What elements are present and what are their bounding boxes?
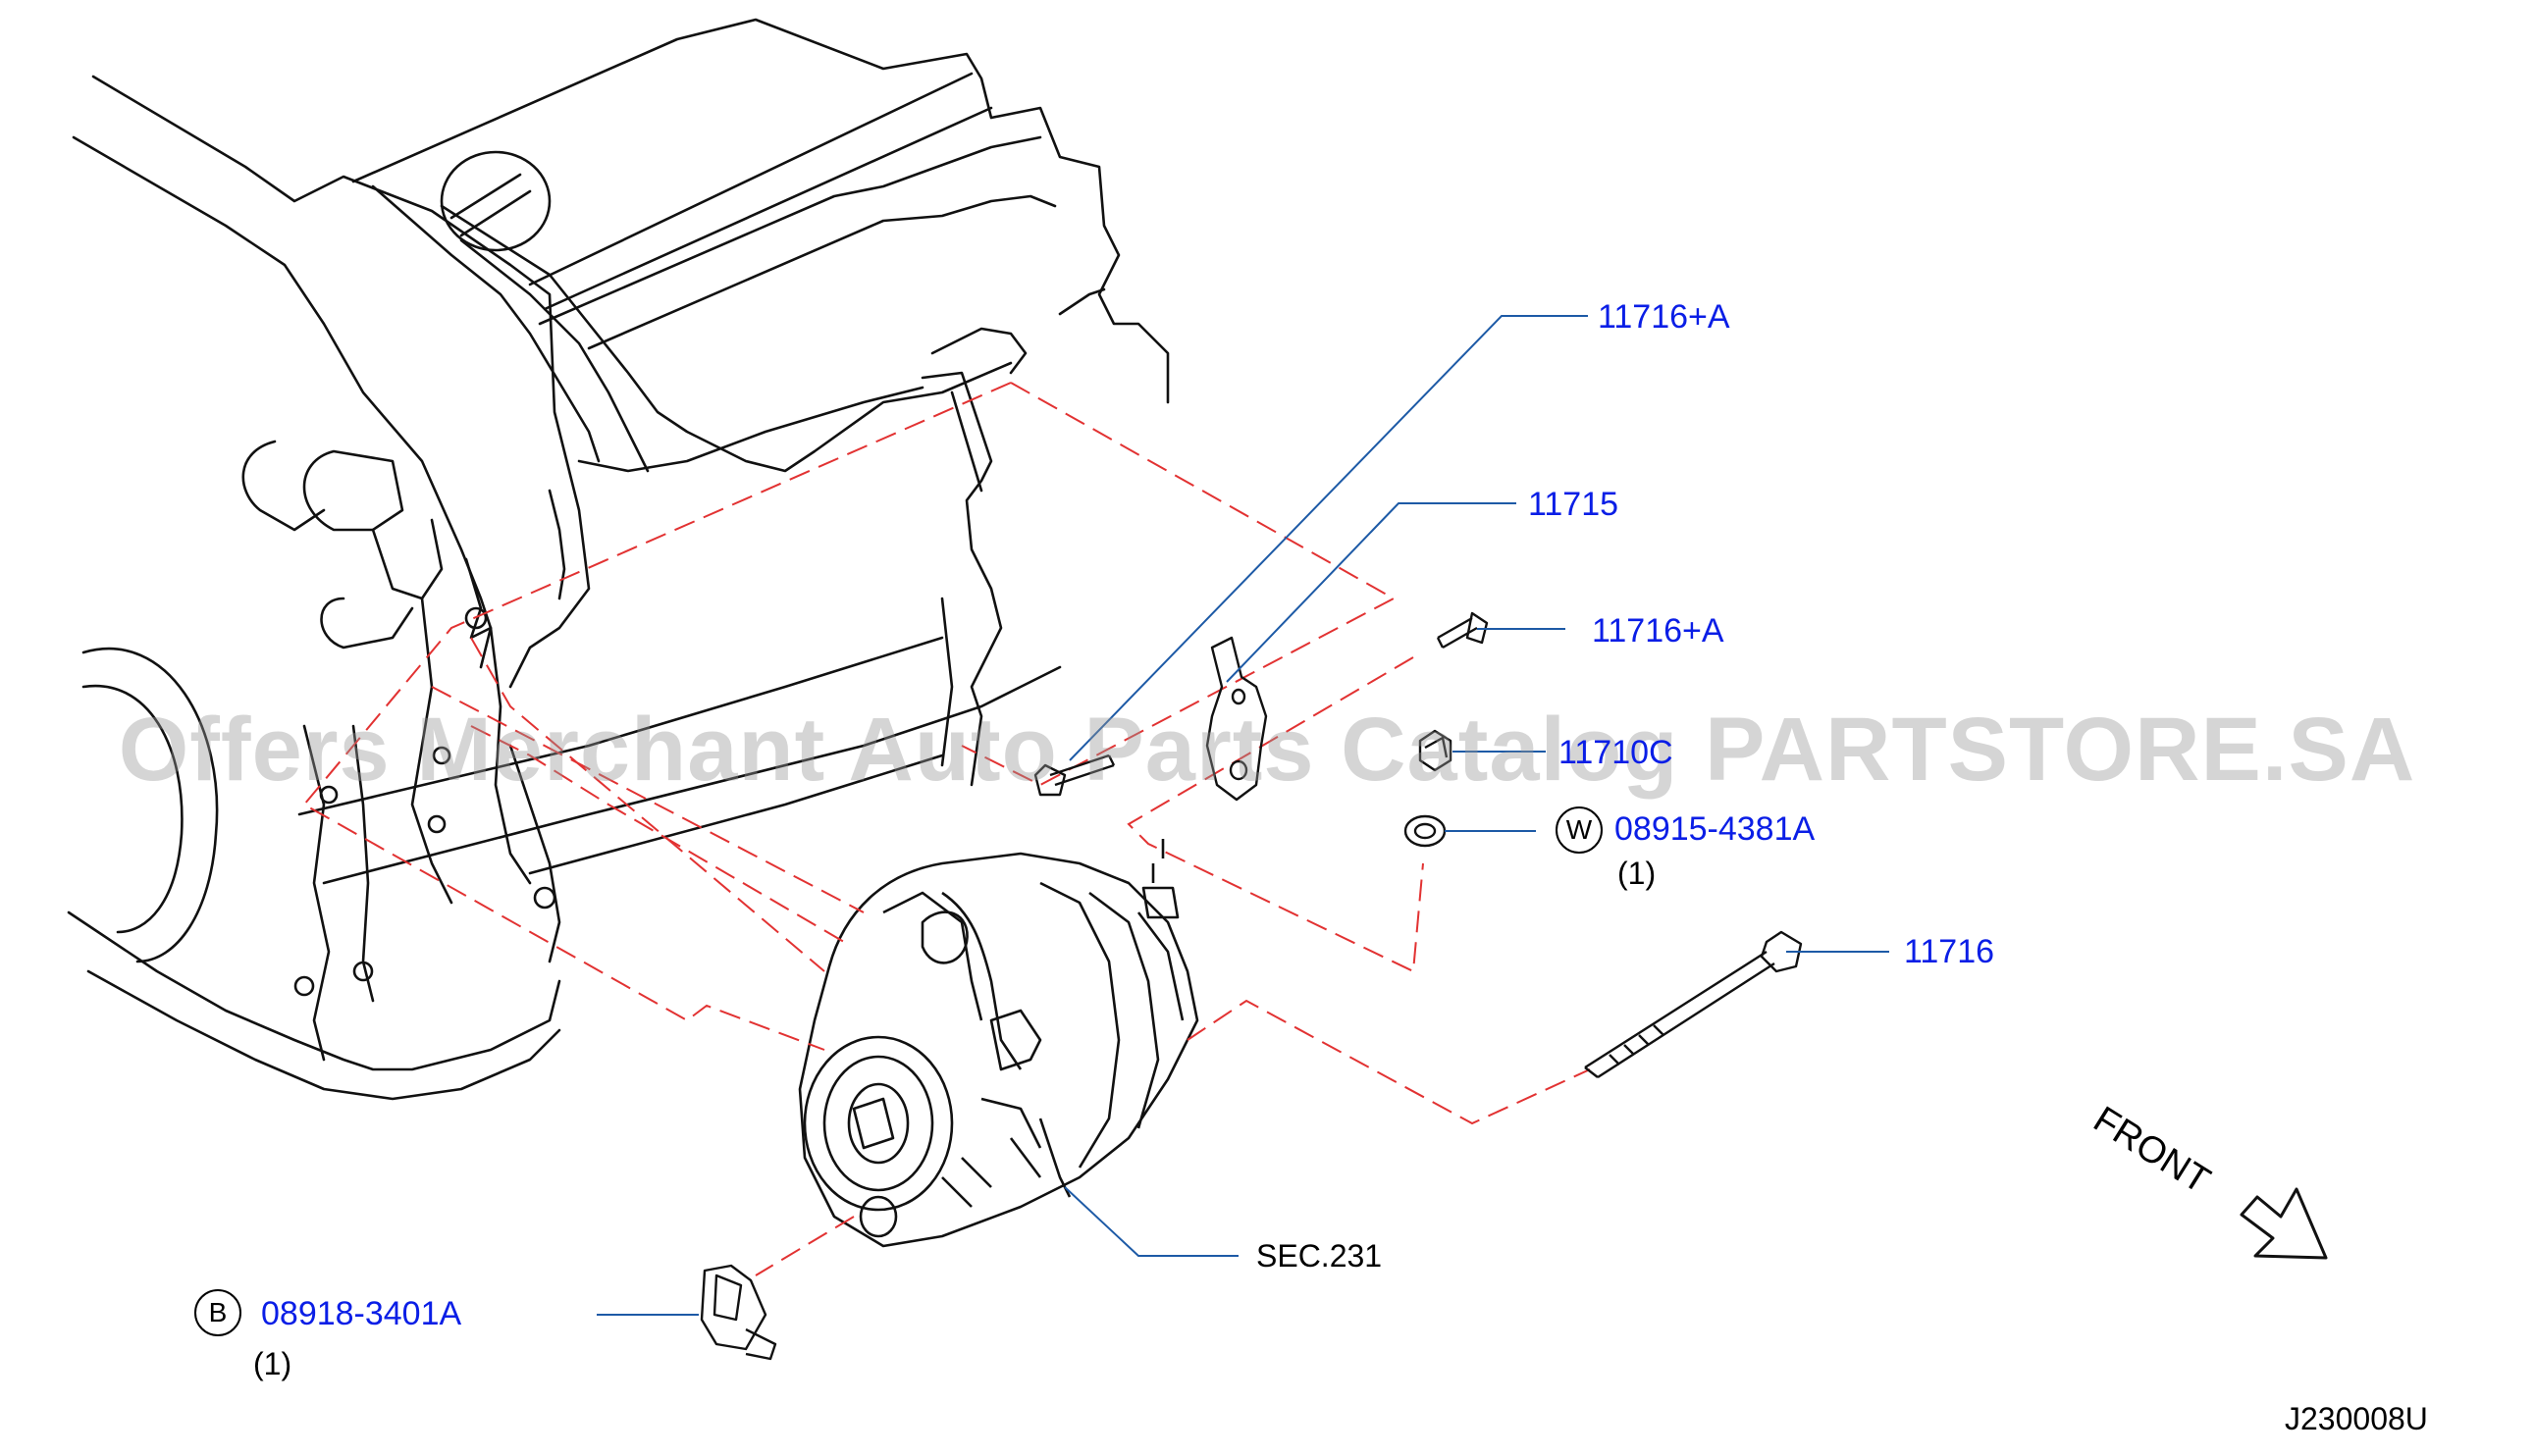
diagram-id: J230008U (2285, 1401, 2428, 1436)
leader-lines (597, 315, 1889, 1316)
watermark: Offers Merchant Auto Parts Catalog PARTS… (118, 700, 2416, 800)
bolt-b-quantity: (1) (253, 1346, 292, 1381)
label-bolt-top[interactable]: 11716+A (1598, 298, 1730, 336)
label-bolt-mid[interactable]: 11716+A (1592, 612, 1724, 650)
dashed-lines (302, 382, 1591, 1276)
small-parts (700, 611, 1803, 1361)
bolt-b-symbol-icon: B (194, 1289, 241, 1336)
washer-symbol-icon: W (1556, 806, 1603, 854)
label-long-bolt[interactable]: 11716 (1904, 933, 1995, 970)
label-nut[interactable]: 11710C (1558, 734, 1673, 771)
engine-block (67, 18, 1170, 1101)
alternator (798, 839, 1199, 1248)
label-bracket[interactable]: 11715 (1528, 486, 1619, 523)
label-alternator[interactable]: SEC.231 (1256, 1238, 1383, 1274)
label-washer[interactable]: 08915-4381A (1614, 810, 1816, 848)
washer-quantity: (1) (1617, 856, 1657, 891)
front-arrow-icon (2240, 1187, 2328, 1260)
label-bolt-b[interactable]: 08918-3401A (261, 1295, 462, 1332)
